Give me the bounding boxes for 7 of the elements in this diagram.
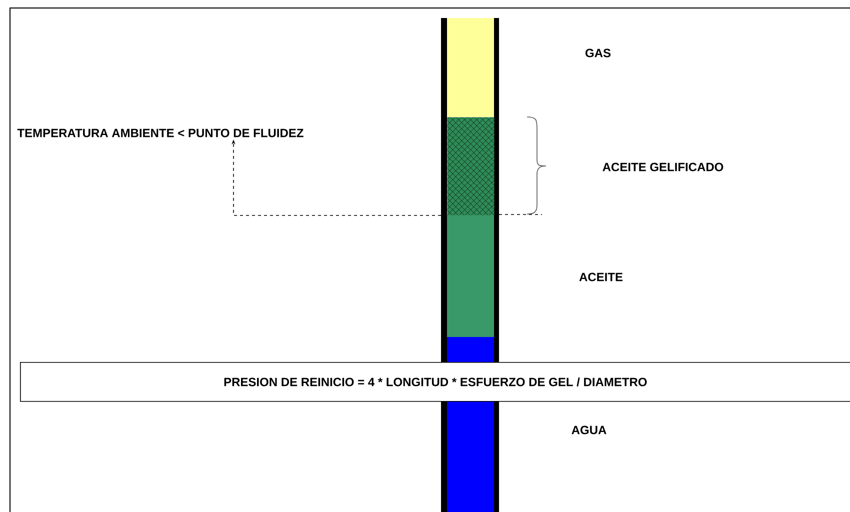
- layer-label: GAS: [586, 48, 611, 58]
- layer-label: ACEITE: [579, 272, 623, 282]
- formula-box: PRESION DE REINICIO = 4 * LONGITUD * ESFUERZO DE GEL / DIAMETRO: [20, 362, 850, 402]
- layer-label: ACEITE GELIFICADO: [602, 162, 724, 172]
- layer-label: AGUA: [572, 426, 606, 434]
- gelled-oil-band: [447, 117, 494, 216]
- condition-text: TEMPERATURA AMBIENTE < PUNTO DE FLUIDEZ: [15, 126, 306, 140]
